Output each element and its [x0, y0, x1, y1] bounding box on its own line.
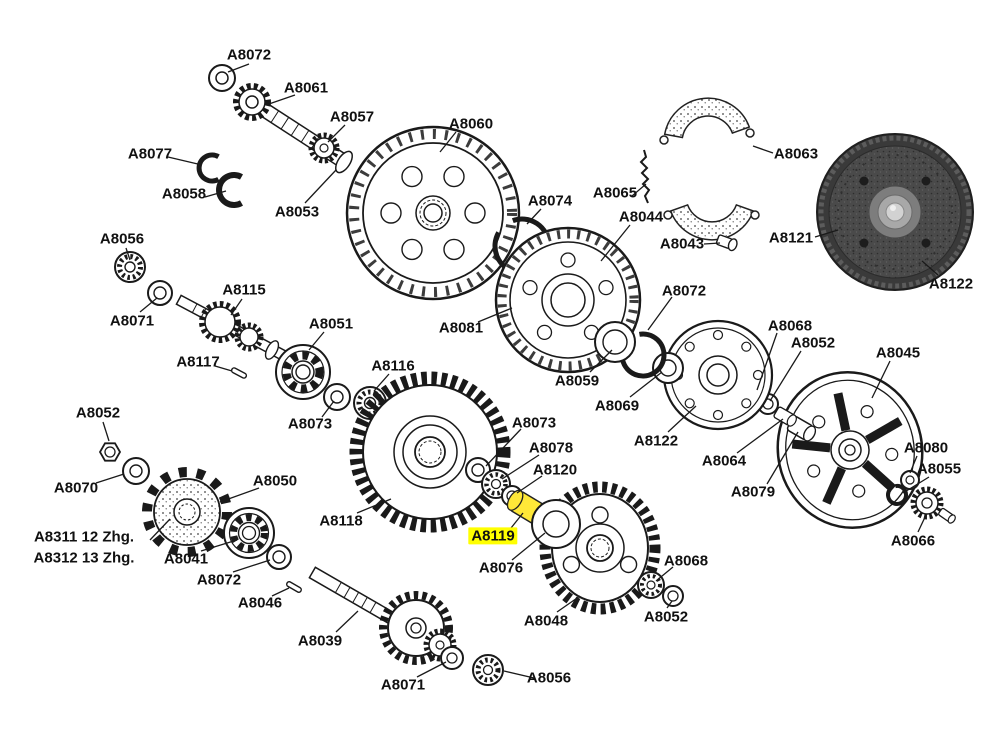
part-label-31-a8080[interactable]: A8080 — [903, 439, 949, 457]
part-washer-a8071-mid — [147, 280, 173, 306]
part-washer-a8076 — [531, 499, 581, 549]
part-label-43-a8118[interactable]: A8118 — [319, 512, 363, 530]
part-label-2-a8057[interactable]: A8057 — [329, 108, 375, 126]
part-label-53-a8056[interactable]: A8056 — [526, 669, 572, 687]
part-label-18-a8117[interactable]: A8117 — [176, 353, 220, 371]
part-label-46-a8046[interactable]: A8046 — [237, 594, 283, 612]
part-label-3-a8060[interactable]: A8060 — [448, 115, 494, 133]
part-label-34-a8070[interactable]: A8070 — [53, 479, 99, 497]
part-washer-top — [208, 64, 236, 92]
part-label-33-a8052[interactable]: A8052 — [75, 404, 121, 422]
part-label-25-a8052[interactable]: A8052 — [790, 334, 836, 352]
part-washer-a8052-bottom — [662, 585, 684, 607]
part-label-1-a8061[interactable]: A8061 — [283, 79, 329, 97]
part-label-24-a8068[interactable]: A8068 — [767, 317, 813, 335]
part-label-26-a8045[interactable]: A8045 — [875, 344, 921, 362]
part-label-23-a8069[interactable]: A8069 — [594, 397, 640, 415]
part-pin-a8043 — [715, 234, 738, 252]
part-label-47-a8068[interactable]: A8068 — [663, 552, 709, 570]
part-label-16-a8115[interactable]: A8115 — [222, 281, 266, 299]
part-clutch-drum — [345, 125, 521, 301]
part-label-5-a8058[interactable]: A8058 — [161, 185, 207, 203]
part-circlip-a8077 — [196, 152, 220, 184]
part-label-17-a8051[interactable]: A8051 — [308, 315, 354, 333]
part-large-gear-a8118 — [349, 371, 511, 533]
part-washer-a8071-bottom — [440, 646, 464, 670]
part-label-40-a8311-12-zhg-[interactable]: A8311 12 Zhg. — [33, 528, 135, 546]
part-label-52-a8071[interactable]: A8071 — [380, 676, 426, 694]
part-washer-a8072-bottom — [266, 544, 292, 570]
part-washer-a8073-mid — [323, 383, 351, 411]
part-label-4-a8077[interactable]: A8077 — [127, 145, 173, 163]
part-needle-bearing-bottom — [472, 654, 504, 686]
part-pin-a8046 — [286, 581, 302, 593]
part-circlip-a8055 — [886, 483, 908, 506]
part-label-36-a8078[interactable]: A8078 — [528, 439, 574, 457]
part-label-13-a8122[interactable]: A8122 — [928, 275, 974, 293]
part-label-7-a8074[interactable]: A8074 — [527, 192, 573, 210]
part-label-29-a8064[interactable]: A8064 — [701, 452, 747, 470]
part-label-41-a8312-13-zhg-[interactable]: A8312 13 Zhg. — [33, 549, 135, 567]
part-label-30-a8079[interactable]: A8079 — [730, 483, 776, 501]
part-label-6-a8053[interactable]: A8053 — [274, 203, 320, 221]
part-label-37-a8120[interactable]: A8120 — [532, 461, 578, 479]
leader-lines — [95, 63, 939, 679]
part-spring — [639, 149, 651, 204]
part-gear-shaft — [233, 83, 353, 174]
part-sprocket-drum-a8045 — [776, 370, 924, 530]
part-needle-bearing-a8068-bottom — [637, 571, 665, 599]
part-label-39-a8050[interactable]: A8050 — [252, 472, 298, 490]
part-ball-bearing-a8051 — [275, 344, 331, 400]
part-label-38-a8119[interactable]: A8119 — [468, 527, 518, 545]
part-label-28-a8122[interactable]: A8122 — [633, 432, 679, 450]
part-mainshaft-a8115 — [175, 294, 289, 362]
part-label-11-a8043[interactable]: A8043 — [659, 235, 705, 253]
part-label-15-a8071[interactable]: A8071 — [109, 312, 155, 330]
part-label-19-a8116[interactable]: A8116 — [371, 357, 415, 375]
part-label-44-a8076[interactable]: A8076 — [478, 559, 524, 577]
part-splined-gear — [308, 132, 340, 164]
part-label-10-a8063[interactable]: A8063 — [773, 145, 819, 163]
part-label-20-a8081[interactable]: A8081 — [438, 319, 484, 337]
part-label-22-a8059[interactable]: A8059 — [554, 372, 600, 390]
part-label-48-a8048[interactable]: A8048 — [523, 612, 569, 630]
part-label-50-a8039[interactable]: A8039 — [297, 632, 343, 650]
part-washer-a8080 — [900, 470, 920, 490]
part-disc-a8122 — [662, 319, 774, 431]
part-label-49-a8052[interactable]: A8052 — [643, 608, 689, 626]
part-needle-bearing-top — [114, 251, 146, 283]
part-countershaft-a8039 — [308, 566, 457, 665]
part-clutch-shoes — [659, 97, 760, 241]
part-label-32-a8055[interactable]: A8055 — [916, 460, 962, 478]
part-nut-a8052-left — [98, 442, 122, 462]
part-label-12-a8121[interactable]: A8121 — [768, 229, 814, 247]
part-sprocket-a8050 — [142, 467, 232, 557]
part-flywheel-photo — [816, 133, 974, 291]
part-label-51-a8066[interactable]: A8066 — [890, 532, 936, 550]
part-label-42-a8041[interactable]: A8041 — [163, 550, 209, 568]
part-label-35-a8073[interactable]: A8073 — [511, 414, 557, 432]
part-small-gear-a8066 — [910, 486, 956, 524]
part-label-21-a8072[interactable]: A8072 — [661, 282, 707, 300]
part-label-0-a8072[interactable]: A8072 — [226, 46, 272, 64]
part-label-45-a8072[interactable]: A8072 — [196, 571, 242, 589]
part-label-9-a8044[interactable]: A8044 — [618, 208, 664, 226]
part-label-27-a8073[interactable]: A8073 — [287, 415, 333, 433]
part-pin-a8117 — [230, 367, 248, 379]
part-shim-a8059 — [594, 321, 636, 363]
part-circlip-a8058 — [216, 172, 243, 208]
part-washer-a8070 — [122, 457, 150, 485]
part-label-14-a8056[interactable]: A8056 — [99, 230, 145, 248]
part-label-8-a8065[interactable]: A8065 — [592, 184, 638, 202]
part-ball-bearing-a8041 — [223, 507, 275, 559]
